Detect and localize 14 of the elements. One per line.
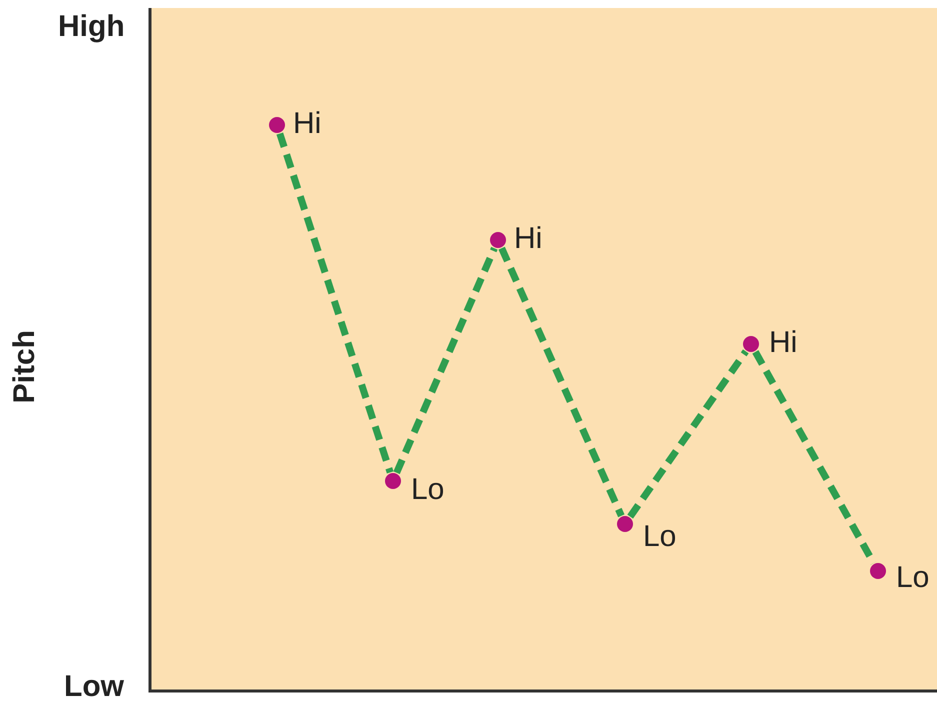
point-label: Lo [896,563,930,593]
axis-label: Low [64,672,124,702]
dashed-line [276,132,394,474]
dashed-line [627,349,749,519]
axis-label: Pitch [10,330,40,404]
point-label: Lo [411,475,444,505]
point-label: Hi [514,224,542,254]
dashed-line [393,246,498,474]
dashed-line [752,350,877,565]
point-label: Hi [293,109,322,139]
dashed-line [498,246,625,518]
point-label: Hi [769,328,798,358]
point-label: Lo [643,522,676,552]
axis-label: High [58,12,125,42]
